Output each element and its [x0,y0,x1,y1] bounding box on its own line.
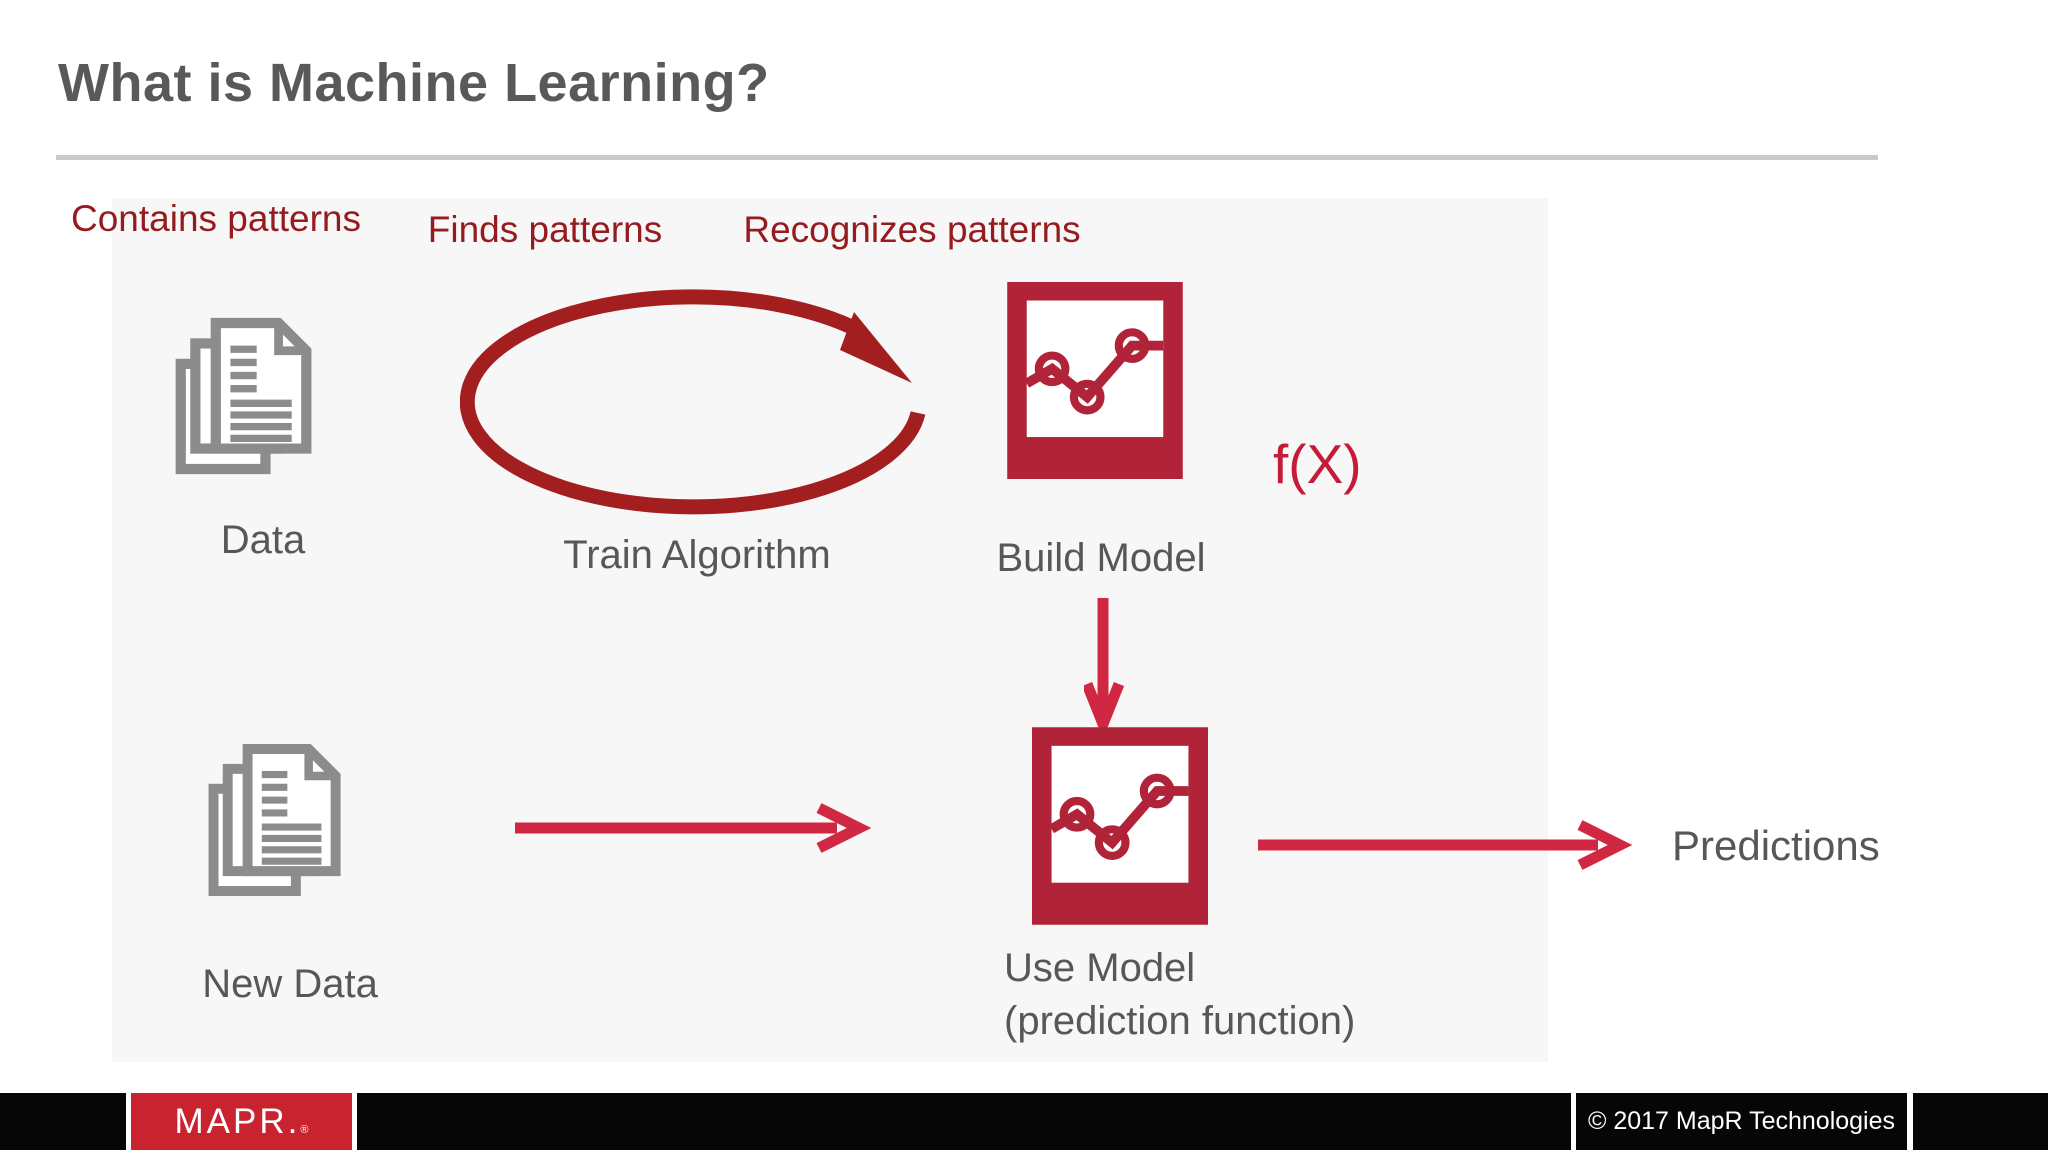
down-arrow-svg [1081,598,1125,739]
down-arrow-icon [1081,598,1125,739]
mapr-logo-text: MAPR.® [174,1102,309,1141]
footer-divider [126,1093,131,1150]
model-chart-icon-use [1032,727,1208,925]
footer-divider [1907,1093,1913,1150]
footer-divider [352,1093,357,1150]
footer-divider [1571,1093,1576,1150]
data-label: Data [220,518,306,562]
predictions-label: Predictions [1672,822,1880,869]
right-arrow-icon [1258,820,1638,870]
document-stack-icon-svg [208,744,341,896]
model-chart-icon-build [1007,282,1183,479]
document-stack-icon-svg [175,317,312,475]
fx-formula-label: f(X) [1273,433,1362,495]
registered-mark: ® [300,1124,309,1136]
use-model-label-line1: Use Model [1004,946,1196,990]
document-stack-icon-new [205,738,347,902]
content-panel [112,198,1548,1062]
train-algorithm-label: Train Algorithm [563,533,831,577]
column-heading-recognizes-patterns: Recognizes patterns [743,209,1081,250]
mapr-logo: MAPR.® [131,1093,352,1150]
model-chart-svg [1007,282,1183,479]
circular-arrow-icon [459,288,980,523]
use-model-label-line2: (prediction function) [1004,999,1356,1044]
column-heading-contains-patterns: Contains patterns [70,198,362,239]
document-stack-icon [172,313,318,479]
model-chart-svg [1032,727,1208,925]
build-model-label: Build Model [996,536,1206,580]
right-arrow-svg [1258,820,1633,870]
page-title: What is Machine Learning? [58,53,770,113]
use-model-label: Use Model (prediction function) [1004,942,1355,1048]
new-data-label: New Data [202,962,378,1006]
footer-copyright-segment: © 2017 MapR Technologies [1576,1093,1907,1150]
right-arrow-icon [515,803,875,853]
column-heading-finds-patterns: Finds patterns [427,209,663,250]
title-divider [56,155,1878,160]
circular-arrow-svg [459,289,926,515]
right-arrow-svg [515,803,872,853]
copyright-text: © 2017 MapR Technologies [1587,1107,1896,1135]
